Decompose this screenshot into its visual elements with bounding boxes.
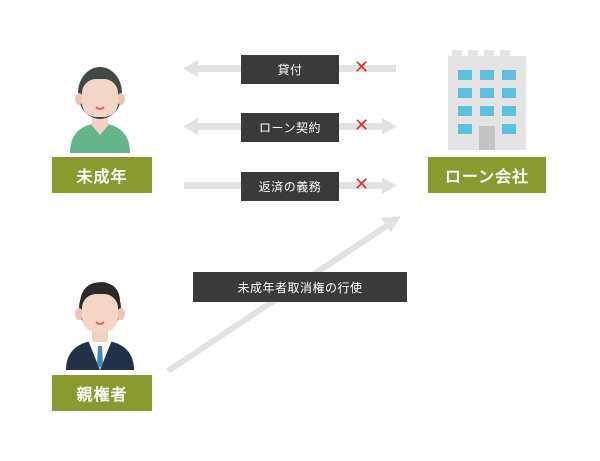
minor-label: 未成年: [52, 157, 152, 193]
lending-cross-icon: ✕: [354, 57, 370, 78]
minor-person-icon: [70, 67, 130, 153]
guardian-person-icon: [66, 282, 134, 370]
loan-company-label: ローン会社: [428, 157, 546, 193]
lending-label: 貸付: [241, 55, 339, 84]
repayment-label: 返済の義務: [241, 172, 339, 201]
guardian-label: 親権者: [52, 375, 152, 411]
loan-contract-label: ローン契約: [241, 113, 339, 142]
rescission-label: 未成年者取消権の行使: [193, 272, 407, 302]
loan-company-building-icon: [448, 50, 526, 150]
repayment-cross-icon: ✕: [354, 174, 370, 195]
loan-contract-cross-icon: ✕: [354, 115, 370, 136]
